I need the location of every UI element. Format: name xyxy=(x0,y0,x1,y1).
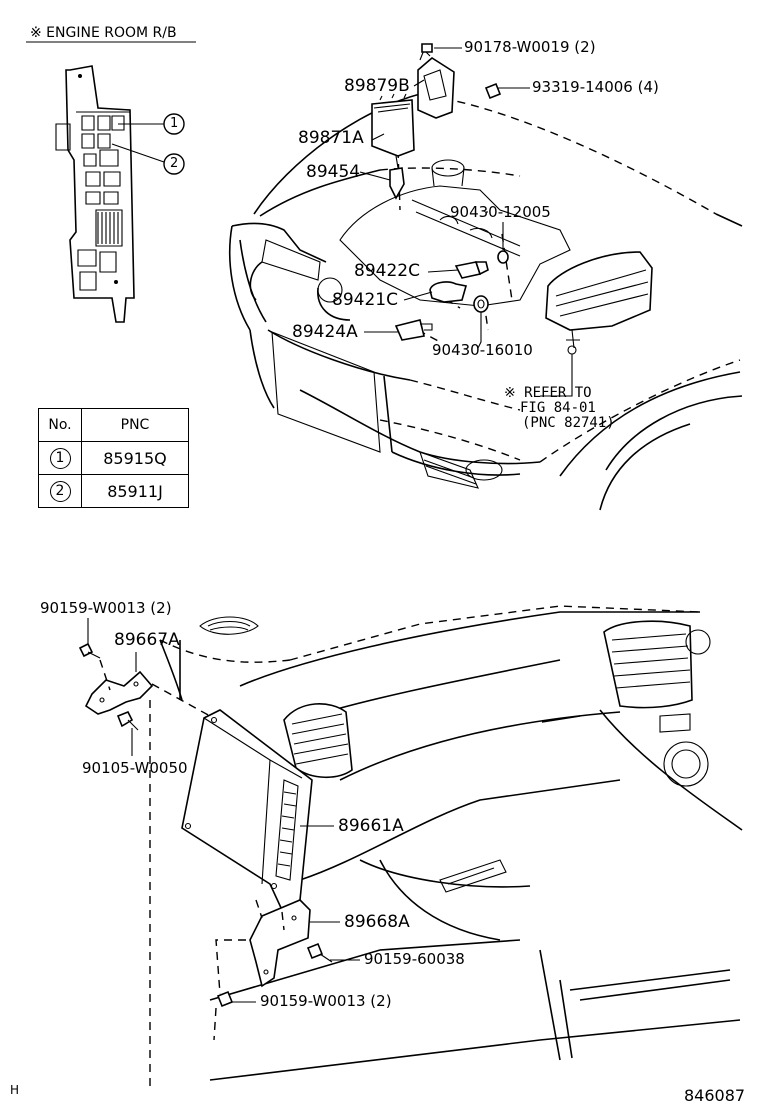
callout-1-circle xyxy=(163,113,185,135)
part-89667A-bracket xyxy=(84,670,154,715)
corner-mark: H xyxy=(10,1083,20,1097)
pnc-header-pnc: PNC xyxy=(81,408,189,442)
part-90430-12005-gasket xyxy=(497,250,509,264)
part-label-89879B: 89879B xyxy=(344,76,410,96)
table-row: 2 85911J xyxy=(38,474,189,508)
callout-2-leader xyxy=(111,143,165,163)
part-label-90159-W0013-top: 90159-W0013 (2) xyxy=(40,599,172,617)
dash-leader-lines xyxy=(87,618,360,1041)
callout-2-label: 2 xyxy=(170,156,179,171)
part-label-89421C: 89421C xyxy=(332,290,398,310)
part-89668A-bracket xyxy=(249,899,311,988)
pnc-table-header: No. PNC xyxy=(38,408,189,442)
row-number-circle: 2 xyxy=(49,481,71,502)
refer-note-line3: (PNC 82741) xyxy=(522,415,615,431)
engine-leader-lines xyxy=(359,47,573,397)
part-label-93319-14006: 93319-14006 (4) xyxy=(532,78,659,96)
part-93319-bolt xyxy=(484,82,502,100)
row-number-circle: 1 xyxy=(49,448,71,469)
part-90159-60038-bolt xyxy=(306,942,333,963)
figure-code: 846087 xyxy=(684,1086,746,1105)
part-89421C-sensor xyxy=(429,281,468,303)
part-label-89667A: 89667A xyxy=(114,630,180,650)
refer-note-line1: ※ REFER TO xyxy=(504,385,592,401)
header-note: ※ ENGINE ROOM R/B xyxy=(30,25,177,41)
part-label-90178-W0019: 90178-W0019 (2) xyxy=(464,38,596,56)
callout-2-circle xyxy=(163,153,185,175)
part-label-90159-W0013-bottom: 90159-W0013 (2) xyxy=(260,992,392,1010)
part-label-89422C: 89422C xyxy=(354,261,420,281)
part-89454-sensor xyxy=(389,167,405,200)
engine-room-relay-block-illustration xyxy=(55,65,135,323)
part-label-89661A: 89661A xyxy=(338,816,404,836)
part-89879B-bracket xyxy=(417,49,455,119)
part-89871A-sensor-module xyxy=(371,93,415,169)
part-89422C-temp-sensor xyxy=(454,261,489,279)
part-label-90105-W0050: 90105-W0050 xyxy=(82,759,188,777)
table-row: 1 85915Q xyxy=(38,441,189,475)
part-label-90430-16010: 90430-16010 xyxy=(432,341,533,359)
part-90105-W0050-bolt xyxy=(116,710,139,731)
part-label-89454: 89454 xyxy=(306,162,361,182)
part-90159-W0013-top-bolt xyxy=(78,642,101,659)
part-90430-16010-gasket xyxy=(473,295,489,313)
part-label-90159-60038: 90159-60038 xyxy=(364,950,465,968)
dashboard-illustration xyxy=(149,605,743,1090)
part-89424A-sensor xyxy=(394,319,433,341)
callout-1-label: 1 xyxy=(170,116,179,131)
pnc-code: 85915Q xyxy=(81,441,189,475)
pnc-table: No. PNC 1 85915Q 2 85911J xyxy=(38,408,189,508)
part-label-89424A: 89424A xyxy=(292,322,358,342)
pnc-code: 85911J xyxy=(81,474,189,508)
part-90178-screw xyxy=(421,43,433,53)
part-label-90430-12005: 90430-12005 xyxy=(450,203,551,221)
refer-note-line2: FIG 84-01 xyxy=(520,400,596,416)
pnc-header-no: No. xyxy=(38,408,82,442)
part-label-89668A: 89668A xyxy=(344,912,410,932)
part-label-89871A: 89871A xyxy=(298,128,364,148)
